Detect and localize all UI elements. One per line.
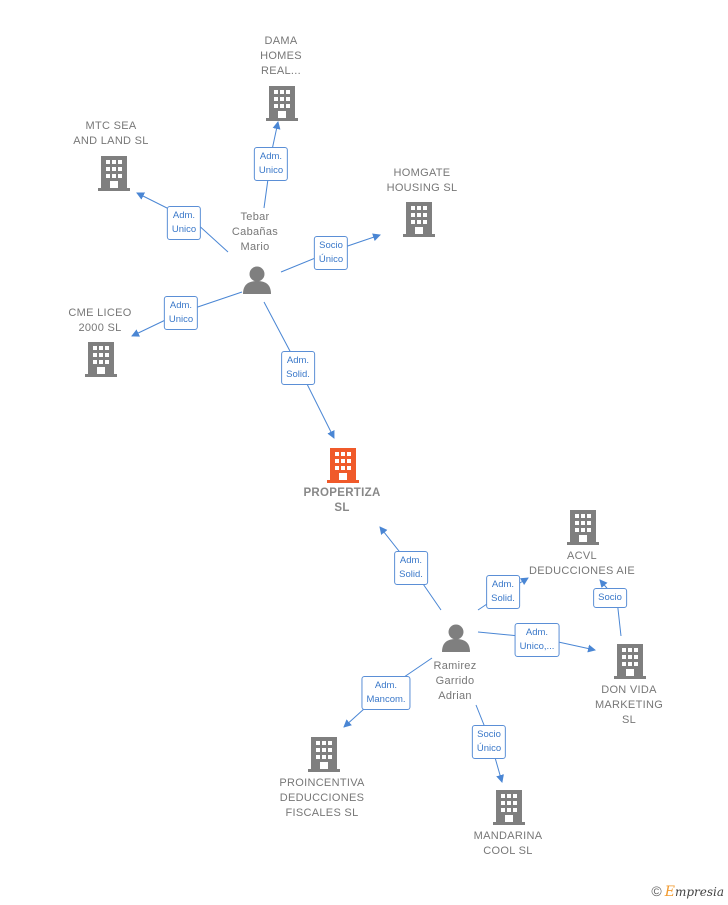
node-label-propertiza[interactable]: PROPERTIZA SL bbox=[303, 487, 381, 514]
building-icon[interactable] bbox=[85, 342, 117, 377]
building-icon[interactable] bbox=[493, 790, 525, 825]
edge-label-tebar-propertiza: Adm. Solid. bbox=[281, 351, 315, 385]
node-label-dama[interactable]: DAMA HOMES REAL... bbox=[260, 35, 302, 77]
building-main-icon[interactable] bbox=[327, 448, 359, 483]
person-icon[interactable] bbox=[442, 624, 470, 653]
edge-label-tebar-cme: Adm. Unico bbox=[163, 296, 199, 330]
node-label-donvida[interactable]: DON VIDA MARKETING SL bbox=[594, 684, 664, 726]
edge-label-ramirez-proincentiva: Adm. Mancom. bbox=[361, 676, 411, 710]
building-icon[interactable] bbox=[308, 737, 340, 772]
node-label-cme[interactable]: CME LICEO 2000 SL bbox=[68, 307, 132, 334]
brand-logo: ©Empresia bbox=[651, 883, 724, 900]
building-icon[interactable] bbox=[614, 644, 646, 679]
edge-label-tebar-mtc: Adm. Unico bbox=[166, 206, 202, 240]
node-label-tebar[interactable]: Tebar Cabañas Mario bbox=[231, 211, 279, 253]
node-label-mandarina[interactable]: MANDARINA COOL SL bbox=[473, 830, 543, 857]
building-icon[interactable] bbox=[266, 86, 298, 121]
brand-logo-text: mpresia bbox=[674, 885, 724, 899]
building-icon[interactable] bbox=[403, 202, 435, 237]
edge-label-donvida-acvl: Socio bbox=[593, 588, 627, 608]
node-label-homgate[interactable]: HOMGATE HOUSING SL bbox=[386, 167, 458, 194]
person-icon[interactable] bbox=[243, 266, 271, 295]
building-icon[interactable] bbox=[98, 156, 130, 191]
edge-label-ramirez-propertiza: Adm. Solid. bbox=[394, 551, 428, 585]
edge-label-tebar-dama: Adm. Unico bbox=[253, 147, 289, 181]
edge-label-ramirez-mandarina: Socio Único bbox=[471, 725, 507, 759]
brand-logo-initial: E bbox=[664, 884, 675, 900]
node-label-ramirez[interactable]: Ramirez Garrido Adrian bbox=[433, 660, 477, 702]
node-label-proincentiva[interactable]: PROINCENTIVA DEDUCCIONES FISCALES SL bbox=[279, 777, 365, 819]
copyright-icon: © bbox=[651, 883, 662, 899]
node-label-mtc[interactable]: MTC SEA AND LAND SL bbox=[73, 120, 149, 147]
node-label-acvl[interactable]: ACVL DEDUCCIONES AIE bbox=[529, 550, 635, 577]
edge-label-ramirez-acvl: Adm. Solid. bbox=[486, 575, 520, 609]
edge-label-ramirez-donvida: Adm. Unico,... bbox=[514, 623, 560, 657]
building-icon[interactable] bbox=[567, 510, 599, 545]
edge-label-tebar-homgate: Socio Único bbox=[313, 236, 349, 270]
